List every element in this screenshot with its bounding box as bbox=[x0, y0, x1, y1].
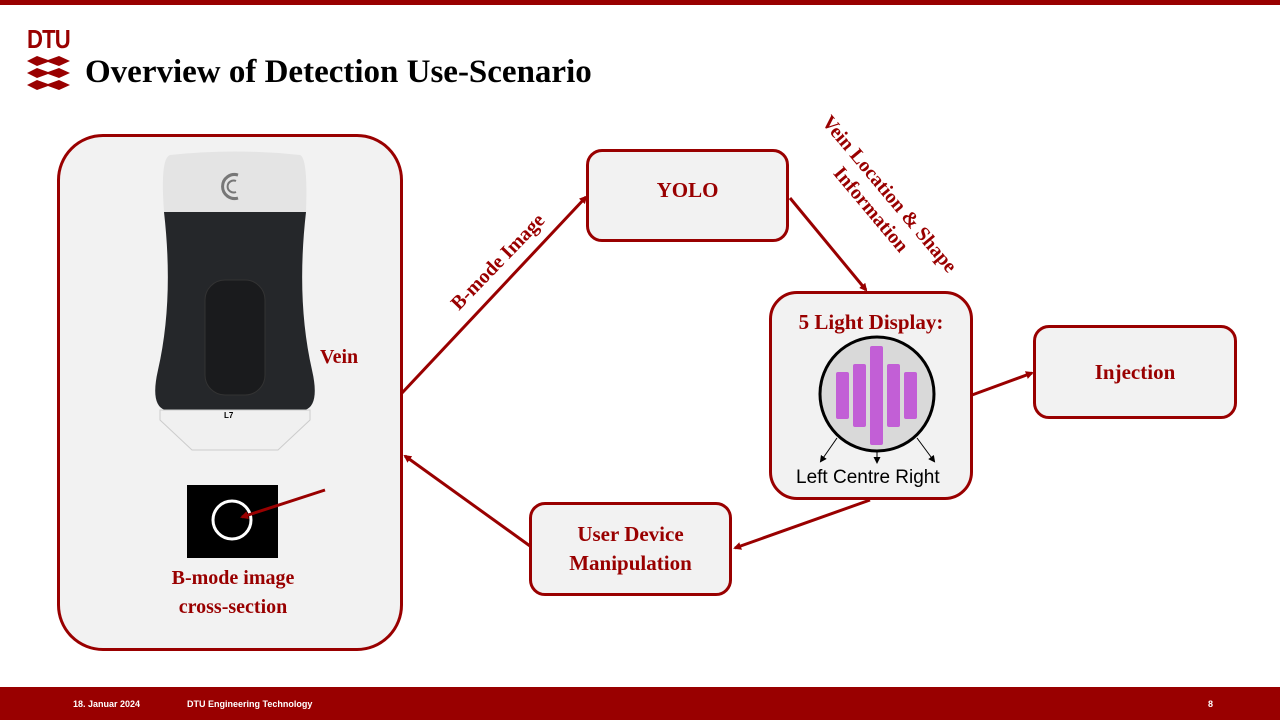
dtu-logo-text: DTU bbox=[27, 24, 71, 54]
yolo-node: YOLO bbox=[586, 149, 789, 242]
vein-label: Vein bbox=[320, 346, 359, 368]
injection-node: Injection bbox=[1033, 325, 1237, 419]
arrow-display-to-user bbox=[733, 498, 871, 550]
user-label-line2: Manipulation bbox=[569, 551, 692, 575]
label-left: Left bbox=[796, 467, 828, 488]
yolo-label: YOLO bbox=[656, 178, 719, 202]
user-label-line1: User Device bbox=[577, 522, 684, 546]
direction-labels: Left Centre Right bbox=[796, 467, 940, 489]
arrow-yolo-to-display bbox=[788, 197, 868, 292]
vein-arrow bbox=[240, 488, 326, 519]
bmode-image bbox=[187, 485, 278, 558]
injection-label: Injection bbox=[1094, 359, 1176, 384]
arrow-user-to-probe bbox=[403, 454, 531, 548]
bmode-caption-line2: cross-section bbox=[178, 596, 288, 618]
footer-date: 18. Januar 2024 bbox=[73, 699, 141, 709]
page-title: Overview of Detection Use-Scenario bbox=[85, 54, 592, 90]
vein-circle bbox=[211, 499, 253, 541]
label-centre: Centre bbox=[832, 467, 891, 488]
arrow-display-to-injection bbox=[971, 371, 1034, 397]
arrow-probe-to-yolo bbox=[400, 195, 588, 395]
bmode-caption-line1: B-mode image bbox=[171, 567, 295, 589]
ultrasound-probe-image bbox=[155, 151, 315, 451]
user-manipulation-node: User Device Manipulation bbox=[529, 502, 732, 596]
footer-org: DTU Engineering Technology bbox=[187, 699, 313, 709]
light-display-title: 5 Light Display: bbox=[798, 310, 944, 334]
probe-model-label: L7 bbox=[224, 411, 234, 420]
page-number: 8 bbox=[1208, 699, 1214, 709]
top-bar bbox=[0, 0, 1280, 5]
footer: 18. Januar 2024 DTU Engineering Technolo… bbox=[0, 687, 1280, 720]
label-right: Right bbox=[895, 467, 940, 488]
dtu-logo-icon bbox=[27, 56, 70, 90]
